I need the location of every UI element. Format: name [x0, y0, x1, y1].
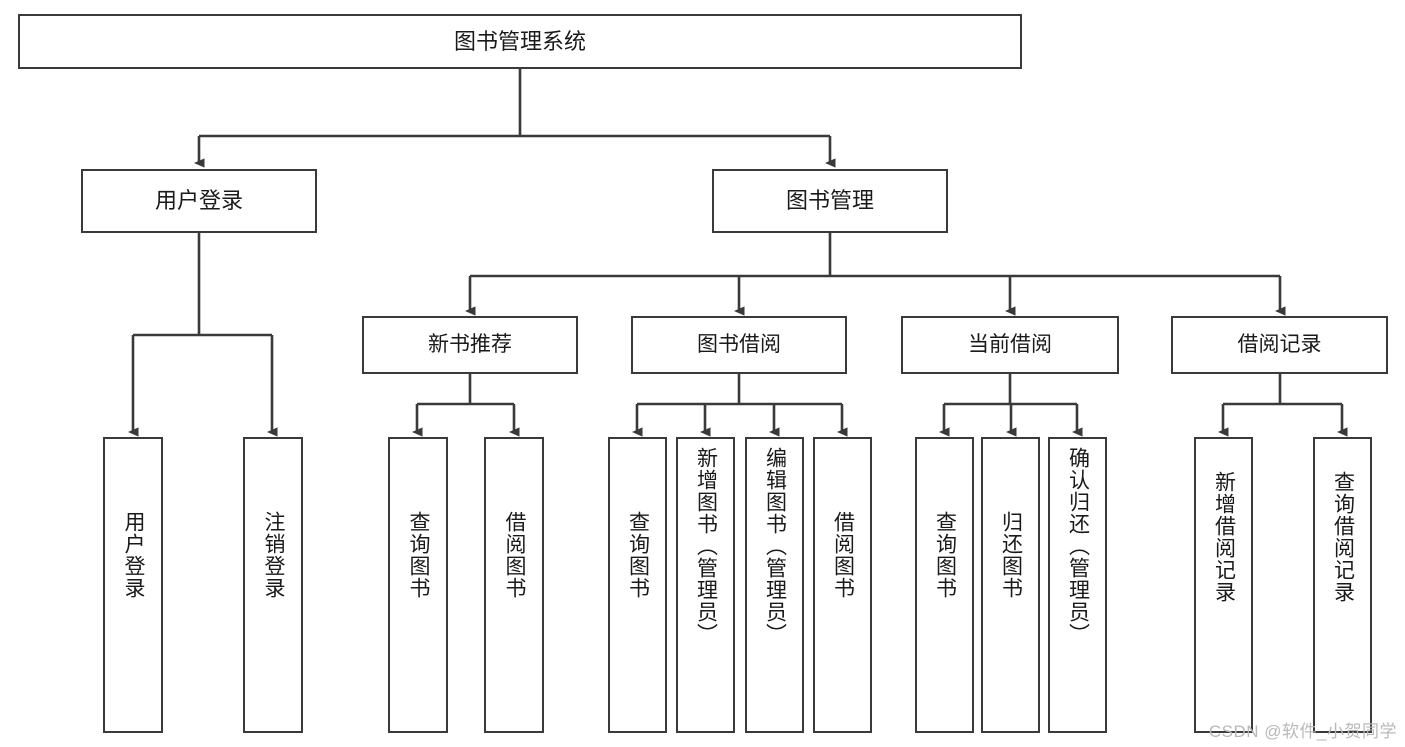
node-label: 用户登录	[154, 188, 243, 214]
node-label: 用户登录	[122, 511, 146, 599]
node-label: 新增借阅记录	[1212, 471, 1236, 603]
node-label: 借阅图书	[831, 511, 855, 599]
node-leaf-return-book[interactable]: 归还图书	[981, 437, 1040, 733]
node-book-management[interactable]: 图书管理	[712, 169, 948, 233]
node-label: 当前借阅	[968, 332, 1052, 356]
node-book-borrow[interactable]: 图书借阅	[631, 316, 847, 374]
watermark-text: CSDN @软件_小贺同学	[1208, 722, 1397, 741]
node-label: 借阅图书	[503, 511, 527, 599]
node-label: 查询图书	[626, 511, 650, 599]
node-leaf-query-book-2[interactable]: 查询图书	[608, 437, 667, 733]
node-label: 查询图书	[933, 511, 957, 599]
node-user-login[interactable]: 用户登录	[81, 169, 317, 233]
node-new-book-recommend[interactable]: 新书推荐	[362, 316, 578, 374]
node-leaf-edit-book[interactable]: 编辑图书（管理员）	[745, 437, 804, 733]
node-leaf-confirm-return[interactable]: 确认归还（管理员）	[1048, 437, 1107, 733]
node-leaf-borrow-book-2[interactable]: 借阅图书	[813, 437, 872, 733]
node-label: 查询借阅记录	[1331, 471, 1355, 603]
node-book-management-system[interactable]: 图书管理系统	[18, 14, 1022, 69]
node-label: 确认归还（管理员）	[1066, 447, 1090, 645]
node-label: 图书管理系统	[453, 28, 586, 54]
node-label: 新书推荐	[428, 332, 512, 356]
node-current-borrow[interactable]: 当前借阅	[901, 316, 1119, 374]
node-leaf-query-book-3[interactable]: 查询图书	[915, 437, 974, 733]
node-leaf-add-record[interactable]: 新增借阅记录	[1194, 437, 1253, 733]
node-label: 编辑图书（管理员）	[763, 447, 787, 645]
node-label: 注销登录	[262, 511, 286, 599]
node-leaf-query-book-1[interactable]: 查询图书	[388, 437, 448, 733]
node-borrow-record[interactable]: 借阅记录	[1171, 316, 1388, 374]
node-leaf-logout-login[interactable]: 注销登录	[243, 437, 303, 733]
node-label: 借阅记录	[1237, 332, 1322, 356]
node-leaf-add-book[interactable]: 新增图书（管理员）	[676, 437, 735, 733]
node-label: 图书借阅	[697, 332, 781, 356]
node-leaf-user-login[interactable]: 用户登录	[103, 437, 163, 733]
node-leaf-query-record[interactable]: 查询借阅记录	[1313, 437, 1372, 733]
node-label: 归还图书	[999, 511, 1023, 599]
node-label: 新增图书（管理员）	[694, 447, 718, 645]
node-leaf-borrow-book-1[interactable]: 借阅图书	[484, 437, 544, 733]
node-label: 查询图书	[407, 511, 431, 599]
node-label: 图书管理	[785, 188, 874, 214]
